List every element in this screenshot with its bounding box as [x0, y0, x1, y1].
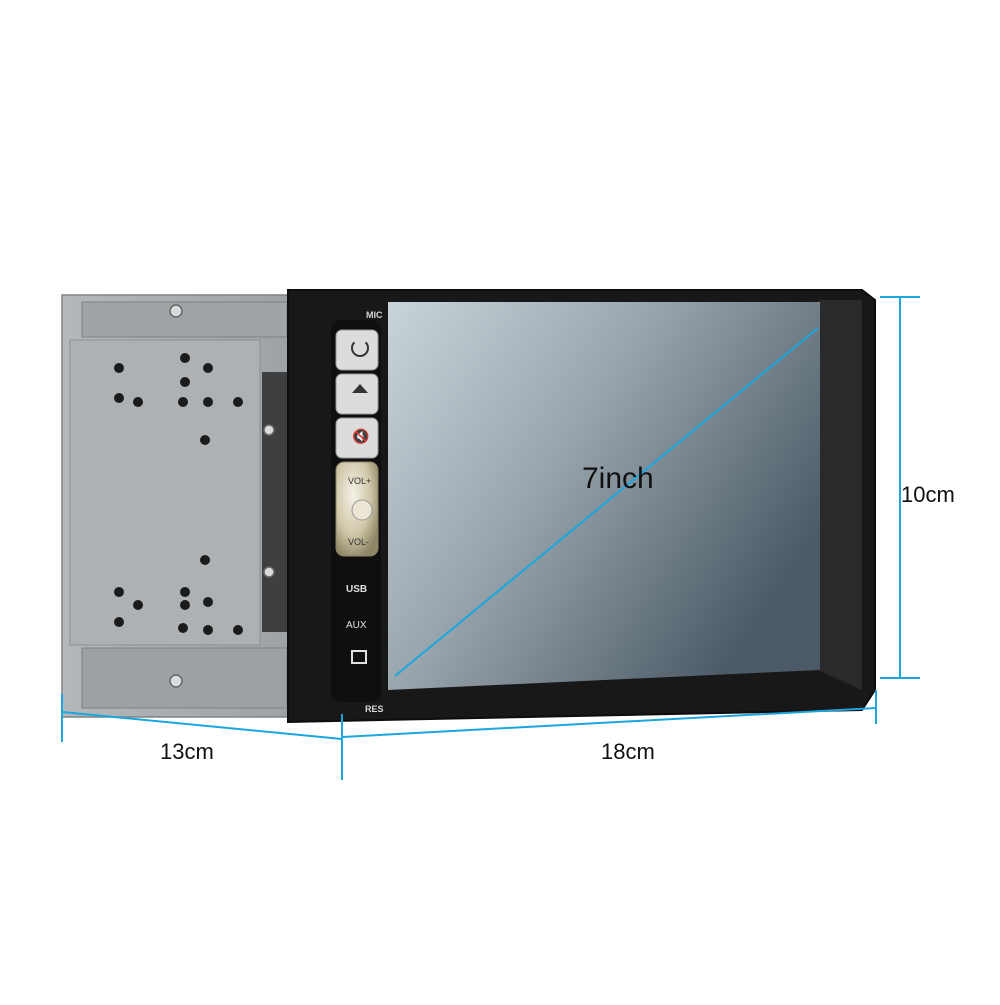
- power-icon[interactable]: [351, 339, 369, 357]
- screen-diagonal-line: [394, 327, 819, 677]
- touch-screen: [388, 302, 820, 690]
- dimension-lines: [61, 296, 920, 780]
- vol-down-label: VOL-: [348, 537, 370, 547]
- home-icon[interactable]: [352, 384, 368, 393]
- media-icon[interactable]: [351, 650, 367, 664]
- height-label: 10cm: [901, 482, 955, 507]
- mic-label: MIC: [366, 310, 383, 320]
- depth-label: 13cm: [160, 739, 214, 764]
- width-label: 18cm: [601, 739, 655, 764]
- metal-chassis: [61, 294, 293, 718]
- screen-size-label: 7inch: [582, 462, 654, 495]
- aux-label: AUX: [346, 620, 367, 631]
- reset-label: RES: [365, 704, 384, 714]
- usb-icon: USB: [346, 584, 368, 595]
- vol-up-label: VOL+: [348, 476, 372, 486]
- mute-icon[interactable]: 🔇: [352, 428, 370, 444]
